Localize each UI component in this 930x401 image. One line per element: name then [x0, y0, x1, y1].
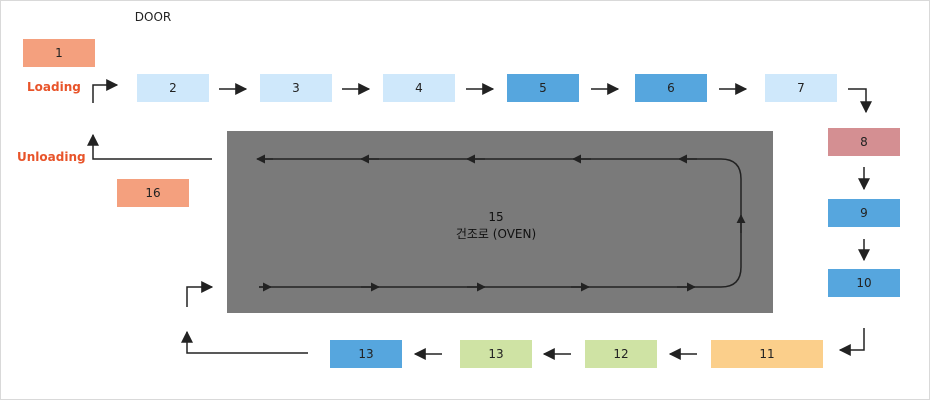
oven-title: 15 건조로 (OVEN) — [411, 209, 581, 243]
station-8: 8 — [828, 128, 900, 156]
loading-arrow — [92, 79, 119, 103]
station-9: 9 — [828, 199, 900, 227]
oven-name: 건조로 (OVEN) — [455, 227, 537, 241]
door-box: DOOR — [134, 10, 172, 24]
arrow-13b-up — [181, 330, 308, 354]
unloading-arrow — [87, 133, 212, 160]
station-1: 1 — [23, 39, 95, 67]
oven-number: 15 — [488, 210, 504, 224]
station-4: 4 — [383, 74, 455, 102]
station-7: 7 — [765, 74, 837, 102]
arrow-10-11 — [838, 328, 865, 356]
station-13-blue: 13 — [330, 340, 402, 368]
oven-entry-arrow — [186, 281, 214, 307]
arrow-7-8 — [848, 88, 872, 114]
station-10: 10 — [828, 269, 900, 297]
station-2: 2 — [137, 74, 209, 102]
station-13-green: 13 — [460, 340, 532, 368]
station-11: 11 — [711, 340, 823, 368]
station-16: 16 — [117, 179, 189, 207]
unloading-label: Unloading — [17, 150, 86, 164]
station-5: 5 — [507, 74, 579, 102]
station-6: 6 — [635, 74, 707, 102]
station-12: 12 — [585, 340, 657, 368]
station-3: 3 — [260, 74, 332, 102]
loading-label: Loading — [27, 80, 81, 94]
